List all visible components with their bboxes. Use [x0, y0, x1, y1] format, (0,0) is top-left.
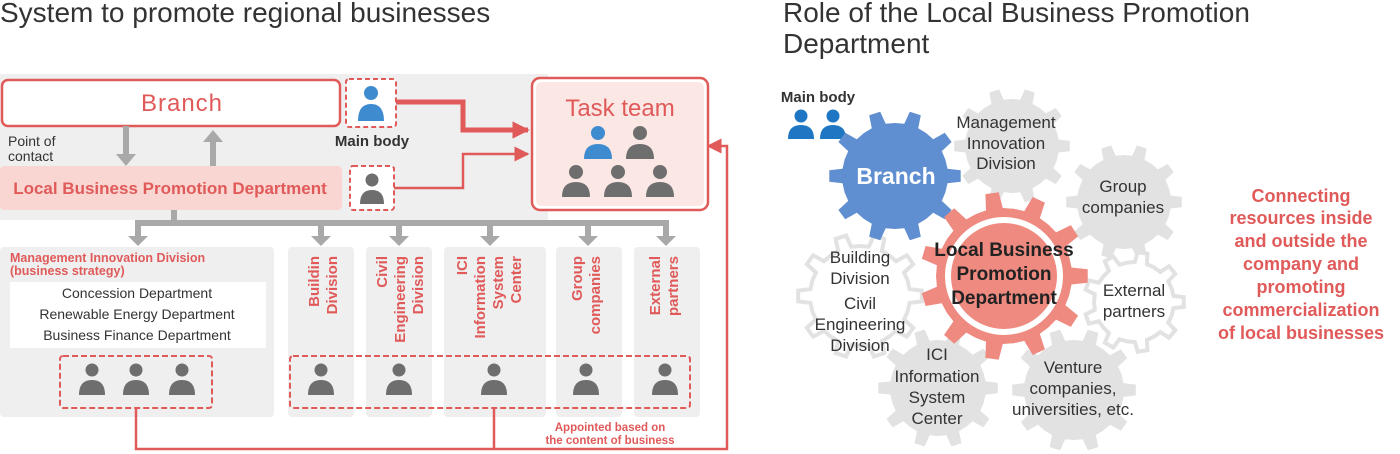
branch-lbpd-arrows — [116, 126, 223, 168]
connecting-l6: commercialization — [1222, 300, 1379, 320]
gear-building-l1: Building — [830, 248, 891, 267]
distribution-arrows — [128, 210, 676, 246]
col-civil-l1: Civil — [374, 256, 391, 288]
gear-lbpd-ring — [945, 217, 1063, 335]
point-of-contact-line1: Point of — [8, 133, 56, 149]
gear-venture-l1: Venture — [1044, 358, 1103, 377]
col-external-l2: partners — [665, 256, 682, 316]
col-civil-l3: Division — [410, 256, 427, 314]
gear-external-l1: External — [1103, 281, 1165, 300]
gear-external-l2: partners — [1103, 302, 1165, 321]
col-ici-l2: Information — [472, 256, 489, 339]
gear-building-l2: Division — [830, 269, 890, 288]
gear-ici-shape — [878, 329, 998, 447]
col-building-l2: Division — [324, 256, 341, 314]
management-innovation-panel: Management Innovation Division (business… — [0, 247, 274, 417]
col-ici-l1: ICI — [454, 256, 471, 275]
gear-group-shape — [1066, 145, 1182, 259]
gear-management-shape — [954, 89, 1070, 203]
gear-branch-shape — [829, 111, 961, 241]
gear-group-l1: Group — [1099, 177, 1146, 196]
department-renewable: Renewable Energy Department — [39, 306, 234, 322]
gear-management-l1: Management — [956, 113, 1056, 132]
right-main-body-icon — [788, 109, 846, 139]
gear-civil-l2: Engineering — [815, 315, 906, 334]
appointed-line1: Appointed based on — [555, 422, 666, 434]
gear-management-l2: Innovation — [967, 134, 1045, 153]
gear-civil-l1: Civil — [844, 294, 876, 313]
task-team-people-icon — [562, 126, 674, 197]
col-ici-l3: System — [490, 256, 507, 309]
task-team-label: Task team — [565, 95, 674, 122]
column-panels — [288, 247, 700, 417]
col-group-l1: Group — [569, 256, 586, 301]
column-group — [556, 247, 622, 417]
col-ici-l4: Center — [508, 256, 525, 304]
main-body-to-task-arrow — [396, 99, 530, 139]
appointed-line2: the content of business — [545, 435, 674, 447]
column-ici — [444, 247, 546, 417]
point-of-contact-line2: contact — [8, 148, 53, 164]
lbpd-label: Local Business Promotion Department — [13, 179, 327, 198]
gear-ici-l2: Information — [894, 367, 979, 386]
lbpd-person-icon — [349, 165, 395, 211]
mid-header-line2: (business strategy) — [10, 264, 125, 278]
column-external — [634, 247, 700, 417]
columns-people-icon — [308, 363, 678, 395]
connecting-l3: and outside the — [1234, 231, 1367, 251]
right-title-line1: Role of the Local Business Promotion — [783, 0, 1250, 28]
gear-external-shape — [1083, 249, 1186, 355]
connecting-l7: of local businesses — [1218, 323, 1384, 343]
right-main-body-label: Main body — [781, 89, 856, 106]
column-civil — [366, 247, 432, 417]
connecting-l5: promoting — [1257, 277, 1346, 297]
col-building-l1: Buildin — [306, 256, 323, 307]
left-title: System to promote regional businesses — [0, 0, 490, 28]
lbpd-box: Local Business Promotion Department — [0, 166, 342, 210]
main-body-label: Main body — [335, 133, 410, 150]
lbpd-to-task-arrow — [394, 146, 530, 190]
department-finance: Business Finance Department — [43, 327, 231, 343]
gear-venture-l2: companies, — [1030, 379, 1117, 398]
mid-people-icon — [79, 363, 195, 395]
gear-ici-l3: System — [909, 388, 966, 407]
gear-management-l3: Division — [976, 154, 1036, 173]
gear-branch-label: Branch — [856, 163, 935, 189]
connecting-l4: company and — [1243, 254, 1359, 274]
gear-lbpd-l1: Local Business — [934, 240, 1073, 261]
task-team-box: Task team — [530, 76, 710, 212]
mid-header-line1: Management Innovation Division — [10, 251, 205, 265]
gear-ici-l1: ICI — [926, 345, 948, 364]
gear-lbpd-l2: Promotion — [957, 264, 1052, 285]
department-concession: Concession Department — [62, 285, 212, 301]
right-title-line2: Department — [783, 28, 930, 59]
main-body-person-icon — [345, 78, 397, 128]
col-group-l2: companies — [587, 256, 604, 334]
gear-venture-l3: universities, etc. — [1012, 400, 1134, 419]
gear-building-shape — [796, 233, 924, 359]
col-external-l1: External — [647, 256, 664, 315]
connecting-l1: Connecting — [1252, 186, 1351, 206]
gear-group-l2: companies — [1082, 198, 1164, 217]
branch-label: Branch — [141, 90, 223, 117]
gear-venture-shape — [1012, 329, 1136, 451]
gear-lbpd-core — [952, 224, 1056, 328]
gear-civil-l3: Division — [830, 336, 890, 355]
connecting-l2: resources inside — [1229, 208, 1372, 228]
gear-ici-l4: Center — [911, 409, 962, 428]
column-building — [288, 247, 354, 417]
gear-layer — [796, 89, 1186, 451]
branch-box: Branch — [0, 78, 342, 128]
gear-lbpd-l3: Department — [951, 288, 1057, 309]
col-civil-l2: Engineering — [392, 256, 409, 343]
appointed-return-line — [134, 138, 729, 451]
